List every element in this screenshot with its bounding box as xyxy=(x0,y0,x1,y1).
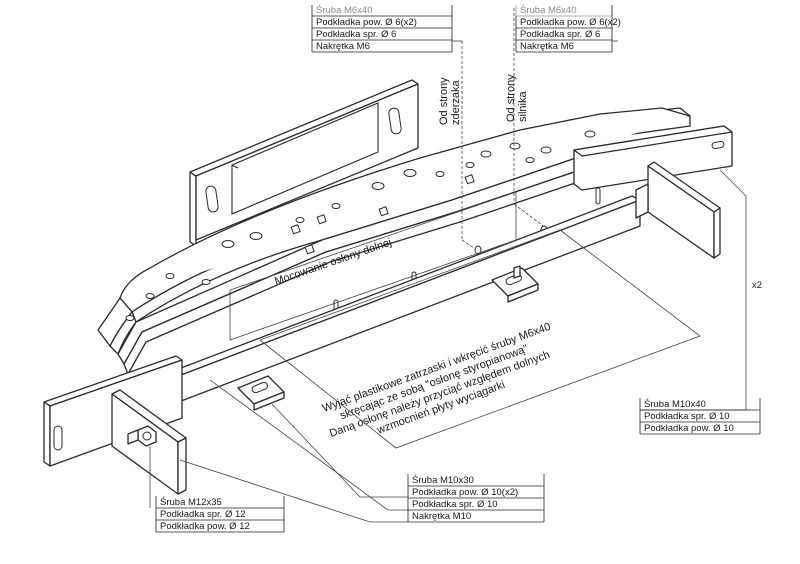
table-row: Podkładka spr. Ø 10 xyxy=(412,499,498,510)
table-header: Śruba M12x35 xyxy=(160,496,222,508)
instruction-note: Wyjąć plastikowe zatrzaski i wkręcić śru… xyxy=(321,321,552,440)
left-side-bracket xyxy=(111,389,187,495)
table-header: Śruba M10x30 xyxy=(412,474,474,486)
table-bolt-m6-bumper: Śruba M6x40 Podkładka pow. Ø 6(x2) Podkł… xyxy=(311,4,453,53)
table-row: Podkładka pow. Ø 6(x2) xyxy=(316,17,417,28)
base-plate xyxy=(97,107,729,377)
table-row: Podkładka pow. Ø 10(x2) xyxy=(412,487,518,498)
table-header: Śruba M6x40 xyxy=(520,4,577,16)
table-bolt-m12x35: Śruba M12x35 Podkładka spr. Ø 12 Podkład… xyxy=(155,496,285,533)
table-row: Podkładka pow. Ø 10 xyxy=(644,423,734,434)
label-multiplier: x2 xyxy=(752,280,762,291)
label-side-bumper: Od strony zderzaka xyxy=(438,77,462,125)
lug-right xyxy=(491,265,539,303)
table-header: Śruba M6x40 xyxy=(316,4,373,16)
table-row: Nakrętka M6 xyxy=(520,41,574,52)
right-bracket-top xyxy=(573,125,733,191)
bolt-m12 xyxy=(127,425,157,447)
table-row: Podkładka spr. Ø 12 xyxy=(160,509,246,520)
leader-lines xyxy=(149,8,747,523)
svg-text:silnika: silnika xyxy=(517,91,529,122)
table-row: Nakrętka M10 xyxy=(412,511,471,522)
svg-text:zderzaka: zderzaka xyxy=(450,79,462,125)
table-bolt-m10x40: Śruba M10x40 Podkładka spr. Ø 10 Podkład… xyxy=(639,398,761,435)
table-row: Podkładka spr. Ø 10 xyxy=(644,411,730,422)
svg-text:Od strony: Od strony xyxy=(438,77,450,125)
upper-bracket-plate xyxy=(189,79,419,247)
table-bolt-m10x30: Śruba M10x30 Podkładka pow. Ø 10(x2) Pod… xyxy=(407,474,545,523)
table-header: Śruba M10x40 xyxy=(644,398,706,410)
table-row: Podkładka spr. Ø 6 xyxy=(316,29,396,40)
label-side-winch: Od strony silnika xyxy=(505,74,529,122)
table-row: Podkładka pow. Ø 6(x2) xyxy=(520,17,621,28)
svg-text:Od strony: Od strony xyxy=(505,74,517,122)
table-row: Podkładka pow. Ø 12 xyxy=(160,521,250,532)
table-bolt-m6-winch: Śruba M6x40 Podkładka pow. Ø 6(x2) Podkł… xyxy=(515,4,621,53)
right-side-bracket xyxy=(635,161,721,259)
lug-left xyxy=(237,375,285,411)
table-row: Podkładka spr. Ø 6 xyxy=(520,29,600,40)
table-row: Nakrętka M6 xyxy=(316,41,370,52)
